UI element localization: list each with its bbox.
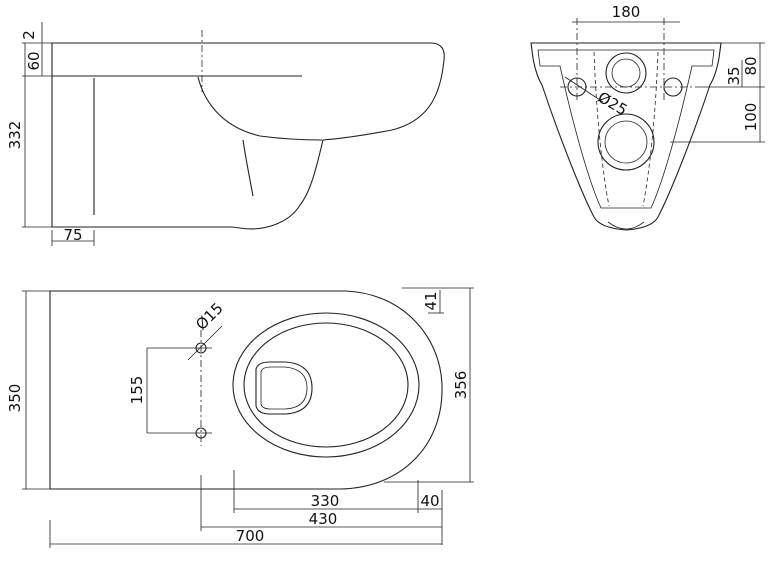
dim-label-41: 41: [422, 291, 440, 310]
top-bowl-rim-outer: [232, 312, 420, 458]
dim-label-35: 35: [725, 66, 743, 85]
side-view: 2 60 332 75: [6, 22, 445, 246]
dim-label-430: 430: [309, 510, 338, 528]
dim-label-180: 180: [612, 3, 641, 21]
rear-hidden-channel-right: [642, 51, 659, 207]
rear-view-outline: [530, 42, 722, 231]
dim-label-80: 80: [742, 56, 760, 75]
rear-leader-25: [564, 76, 604, 103]
dim-label-332: 332: [6, 121, 24, 150]
dim-label-60: 60: [25, 51, 43, 70]
dim-label-350: 350: [6, 384, 24, 413]
dim-label-330: 330: [311, 492, 340, 510]
side-bowl-curve: [197, 76, 323, 141]
dim-label-155: 155: [128, 376, 146, 405]
rear-waste-outlet-inner: [604, 120, 648, 164]
side-view-outline: [51, 42, 445, 230]
top-waste-opening-inner: [260, 366, 308, 410]
rear-waste-outlet: [597, 113, 655, 171]
top-waste-opening: [255, 361, 313, 415]
top-bowl-rim-inner: [243, 322, 409, 448]
rear-upper-outlet-inner: [611, 58, 641, 88]
dim-label-100: 100: [742, 103, 760, 132]
rear-hidden-channel-left: [593, 51, 610, 207]
dim-label-700: 700: [236, 527, 265, 545]
rear-inner-outline: [537, 49, 715, 209]
rear-base-foot: [607, 221, 645, 230]
top-view: 350 155 356 41 Ø15 330 40 430 700: [6, 287, 474, 548]
side-trap-line: [242, 139, 254, 197]
top-leader-15: [187, 325, 223, 361]
rear-view: 180 35 80 100 Ø25: [530, 3, 765, 231]
dim-label-40: 40: [420, 492, 439, 510]
dim-label-356: 356: [452, 371, 470, 400]
dim-label-75: 75: [63, 226, 82, 244]
rear-upper-outlet: [605, 52, 647, 94]
top-view-outline: [49, 290, 443, 490]
dim-label-d15: Ø15: [192, 299, 227, 334]
dim-label-2: 2: [20, 30, 38, 40]
